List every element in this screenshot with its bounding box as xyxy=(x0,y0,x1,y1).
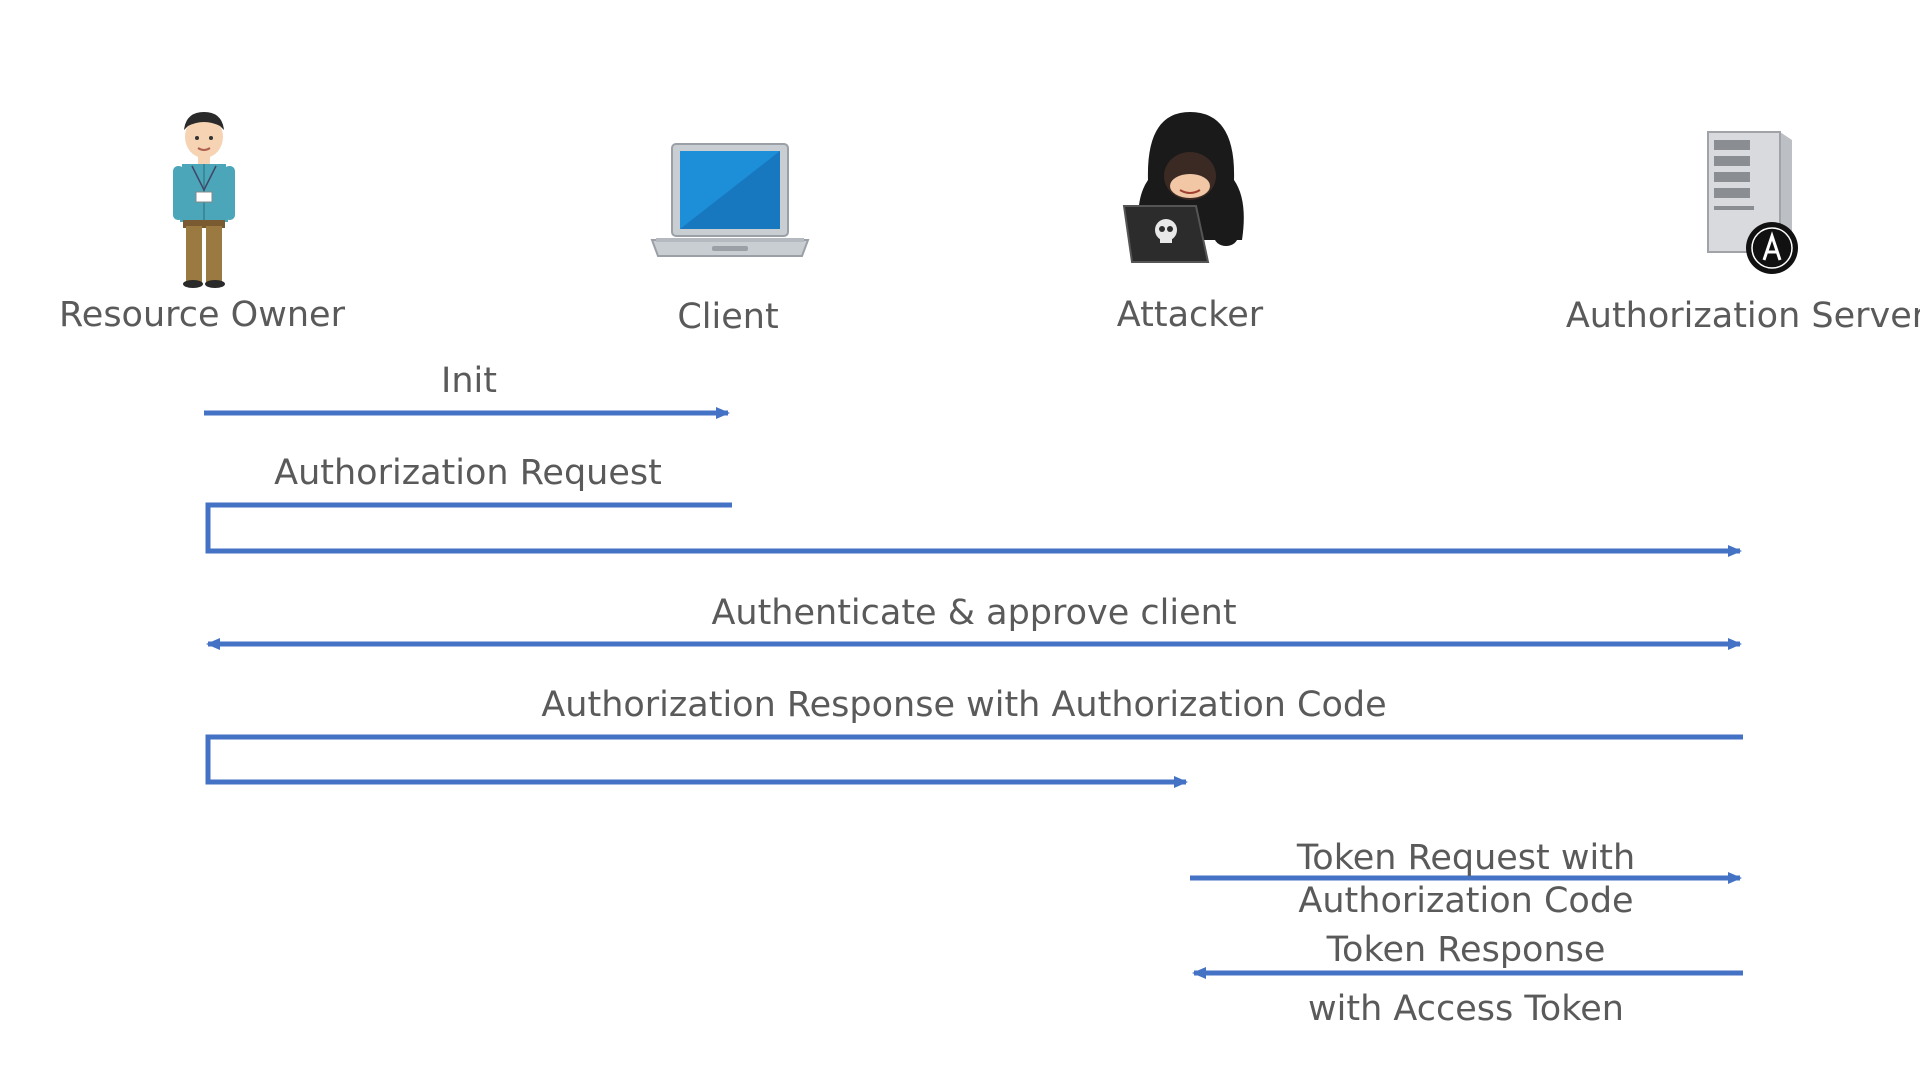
message-label-token-request-line2: Authorization Code xyxy=(1298,881,1634,921)
arrows xyxy=(204,407,1743,979)
hooded-hacker-icon xyxy=(1122,112,1244,263)
server-icon xyxy=(1707,131,1798,274)
message-label-init: Init xyxy=(441,361,497,401)
message-label-authenticate: Authenticate & approve client xyxy=(711,593,1237,633)
message-label-token-response-line2: with Access Token xyxy=(1308,989,1624,1029)
actor-label-resource-owner: Resource Owner xyxy=(59,295,345,335)
message-label-authorization-request: Authorization Request xyxy=(274,453,662,493)
actor-label-client: Client xyxy=(677,297,779,337)
person-icon xyxy=(173,112,235,288)
authorization-response-arrow xyxy=(205,734,1743,788)
message-label-authorization-response: Authorization Response with Authorizatio… xyxy=(541,685,1387,725)
actor-label-attacker: Attacker xyxy=(1116,295,1264,335)
message-label-token-response-line1: Token Response xyxy=(1326,930,1606,970)
message-label-token-request-line1: Token Request with xyxy=(1296,838,1636,878)
authorization-request-arrow xyxy=(205,502,1742,557)
actor-label-authorization-server: Authorization Server xyxy=(1565,296,1920,336)
laptop-icon xyxy=(650,143,810,257)
